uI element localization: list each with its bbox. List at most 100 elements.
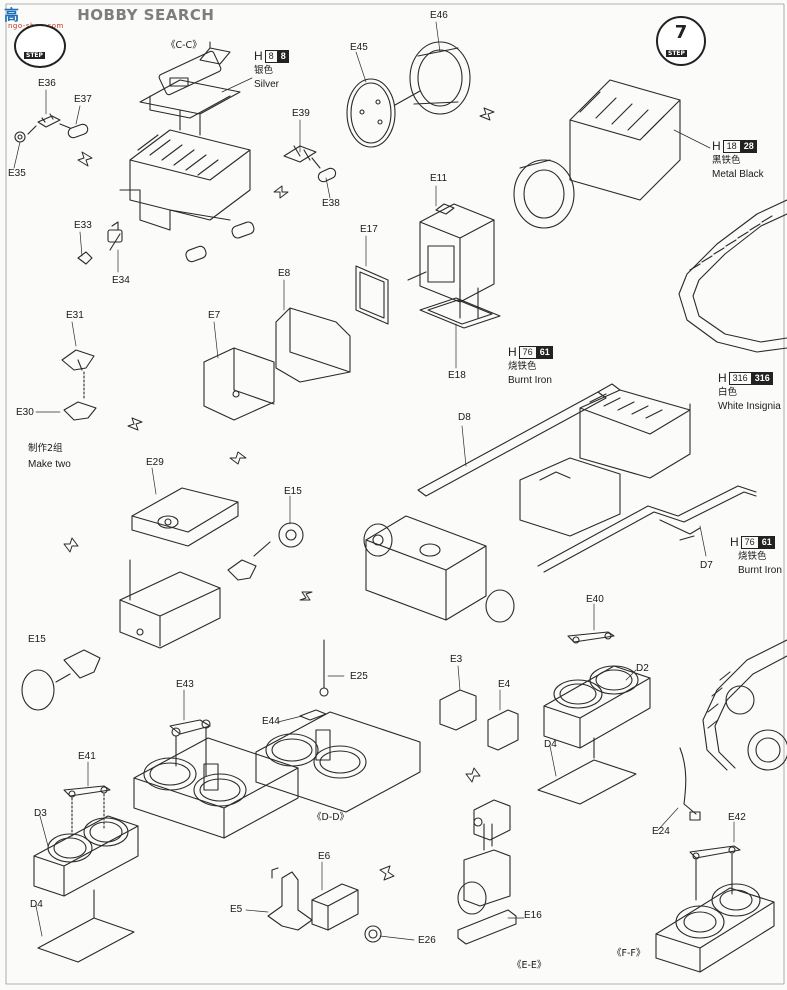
part-label-e42: E42 — [728, 812, 746, 823]
track-assembly — [678, 199, 787, 771]
make-two-en: Make two — [28, 459, 71, 470]
part-label-e33: E33 — [74, 220, 92, 231]
color-white-insignia-cn: 白色 — [718, 387, 738, 398]
part-label-e41: E41 — [78, 751, 96, 762]
color-silver-en: Silver — [254, 79, 280, 90]
watermark: 高 HOBBY SEARCH ngo-shop.com — [4, 4, 215, 30]
part-label-e18: E18 — [448, 370, 466, 381]
ff-assembly — [655, 747, 775, 973]
part-label-e16: E16 — [524, 910, 542, 921]
leader-lines — [13, 21, 735, 941]
part-label-e8: E8 — [278, 268, 291, 279]
color-code-a: 8 — [264, 49, 278, 63]
view-dd-label: 《D-D》 — [312, 812, 350, 823]
part-label-d8: D8 — [458, 412, 471, 423]
part-label-e4: E4 — [498, 679, 511, 690]
view-cc-label: 《C-C》 — [166, 40, 202, 51]
part-label-e30: E30 — [16, 407, 34, 418]
step-word-left: STEP — [24, 52, 45, 59]
part-label-d4-left: D4 — [30, 899, 43, 910]
e39-part — [283, 145, 337, 183]
engine-right — [363, 79, 757, 623]
part-label-e3: E3 — [450, 654, 463, 665]
color-burnt-iron-en-2: Burnt Iron — [738, 565, 782, 576]
part-label-e6: E6 — [318, 851, 331, 862]
part-label-d2: D2 — [636, 663, 649, 674]
color-metal-black-cn: 黑铁色 — [712, 155, 741, 166]
hobby-color-h: H — [508, 345, 517, 359]
d3-assembly — [33, 785, 139, 963]
color-code-a: 316 — [728, 371, 752, 385]
step-badge-right: 7 STEP — [656, 16, 706, 66]
color-metal-black-en: Metal Black — [712, 169, 764, 180]
part-label-e34: E34 — [112, 275, 130, 286]
part-label-e36: E36 — [38, 78, 56, 89]
color-burnt-iron-code-2: H 76 61 — [730, 535, 775, 549]
part-label-e38: E38 — [322, 198, 340, 209]
part-label-e17: E17 — [360, 224, 378, 235]
color-code-b: 61 — [536, 345, 553, 359]
color-burnt-iron-en-1: Burnt Iron — [508, 375, 552, 386]
part-label-e45: E45 — [350, 42, 368, 53]
part-label-e39: E39 — [292, 108, 310, 119]
d2-assembly — [537, 631, 651, 805]
part-label-d3: D3 — [34, 808, 47, 819]
color-burnt-iron-code-1: H 76 61 — [508, 345, 553, 359]
part-label-d7: D7 — [700, 560, 713, 571]
part-label-e7: E7 — [208, 310, 221, 321]
part-label-e15-lower: E15 — [28, 634, 46, 645]
e7-e8-box — [203, 307, 351, 421]
step-arrows — [63, 107, 495, 881]
e30-e31-parts — [61, 349, 97, 421]
color-white-insignia-code: H 316 316 — [718, 371, 773, 385]
color-code-b: 316 — [751, 371, 773, 385]
dd-assembly — [133, 639, 421, 839]
color-code-b: 61 — [758, 535, 775, 549]
fuel-tank — [355, 203, 501, 329]
color-burnt-iron-cn-2: 烧铁色 — [738, 551, 767, 562]
part-label-e25: E25 — [350, 671, 368, 682]
view-ee-label: 《E-E》 — [512, 960, 547, 971]
part-label-e24: E24 — [652, 826, 670, 837]
step-word-right: STEP — [666, 50, 687, 57]
color-metal-black-code: H 18 28 — [712, 139, 757, 153]
color-burnt-iron-cn-1: 烧铁色 — [508, 361, 537, 372]
part-label-e29: E29 — [146, 457, 164, 468]
part-label-e46: E46 — [430, 10, 448, 21]
part-label-e5: E5 — [230, 904, 243, 915]
hobby-color-h: H — [718, 371, 727, 385]
part-label-e35: E35 — [8, 168, 26, 179]
e36-part — [14, 113, 89, 143]
watermark-logo: 高 — [4, 6, 20, 24]
part-label-e40: E40 — [586, 594, 604, 605]
color-code-a: 76 — [518, 345, 537, 359]
part-label-e37: E37 — [74, 94, 92, 105]
make-two-cn: 制作2组 — [28, 443, 63, 454]
hobby-color-h: H — [712, 139, 721, 153]
part-label-e11: E11 — [430, 173, 448, 184]
color-code-a: 76 — [740, 535, 759, 549]
step-number: 7 — [674, 22, 688, 43]
engine-cc — [77, 41, 255, 265]
part-label-e26: E26 — [418, 935, 436, 946]
e5-e6-parts — [267, 867, 382, 943]
color-silver-code: H 8 8 — [254, 49, 289, 63]
part-label-e15-upper: E15 — [284, 486, 302, 497]
color-code-b: 28 — [740, 139, 757, 153]
hobby-color-h: H — [254, 49, 263, 63]
watermark-brand: HOBBY SEARCH — [77, 6, 215, 24]
hobby-color-h: H — [730, 535, 739, 549]
lower-left-assembly — [21, 487, 304, 711]
color-white-insignia-en: White Insignia — [718, 401, 781, 412]
part-label-e44: E44 — [262, 716, 280, 727]
part-label-e31: E31 — [66, 310, 84, 321]
color-code-b: 8 — [277, 49, 289, 63]
wheel-parts-top — [346, 41, 471, 148]
step-badge-left: STEP — [14, 24, 66, 68]
color-silver-cn: 银色 — [254, 65, 274, 76]
ee-assembly — [439, 689, 519, 945]
part-label-e43: E43 — [176, 679, 194, 690]
color-code-a: 18 — [722, 139, 741, 153]
